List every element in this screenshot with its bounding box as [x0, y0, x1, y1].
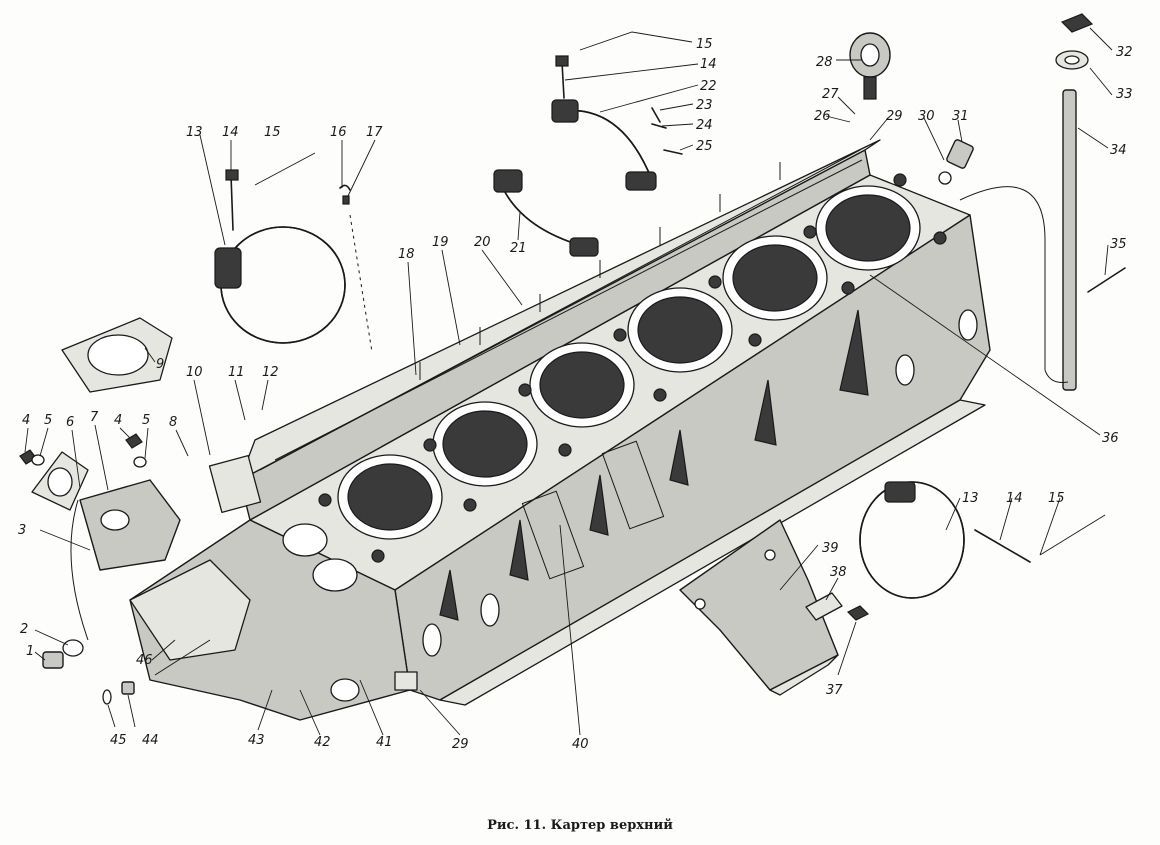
stud-35 [1087, 267, 1126, 293]
callout-31: 31 [952, 109, 969, 124]
bolt-23 [651, 107, 661, 123]
callout-18: 18 [398, 247, 415, 262]
callout-9: 9 [156, 357, 164, 372]
callout-4: 4 [22, 413, 30, 428]
callout-29b: 29 [452, 737, 469, 752]
pin-17 [342, 195, 350, 205]
callout-14b: 14 [700, 57, 717, 72]
callout-1: 1 [26, 644, 34, 659]
pin-16 [339, 184, 351, 191]
callout-28: 28 [816, 55, 833, 70]
cylinder-bores [318, 173, 947, 563]
callout-36: 36 [1102, 431, 1119, 446]
pin-25 [663, 149, 683, 155]
callout-39: 39 [822, 541, 839, 556]
plate-38 [805, 592, 843, 621]
callout-8: 8 [169, 415, 177, 430]
tie-rod-34 [1055, 13, 1094, 391]
bearing-cap-22 [551, 55, 657, 191]
callout-44: 44 [142, 733, 159, 748]
callout-29: 29 [886, 109, 903, 124]
callout-15b: 15 [696, 37, 713, 52]
callout-15c: 15 [1048, 491, 1065, 506]
gasket-6 [31, 451, 89, 511]
callout-42: 42 [314, 735, 331, 750]
clamp-band-13-top [214, 169, 346, 344]
callout-19: 19 [432, 235, 449, 250]
callout-11: 11 [228, 365, 245, 380]
callout-30: 30 [918, 109, 935, 124]
washer-2 [62, 639, 84, 657]
callout-23: 23 [696, 98, 713, 113]
figure-caption: Рис. 11. Картер верхний [487, 818, 673, 833]
callout-41: 41 [376, 735, 393, 750]
callout-17: 17 [366, 125, 383, 140]
callout-10: 10 [186, 365, 203, 380]
callout-26: 26 [814, 109, 831, 124]
clamp-band-13-bottom [859, 481, 1031, 599]
callout-5b: 5 [142, 413, 150, 428]
bearing-cap-21 [493, 169, 599, 257]
nut-4-right [125, 433, 143, 449]
callout-14: 14 [222, 125, 239, 140]
pin-44 [121, 681, 135, 695]
nut-37 [846, 605, 870, 621]
callout-46: 46 [136, 653, 153, 668]
callout-34: 34 [1110, 143, 1127, 158]
callout-15: 15 [264, 125, 281, 140]
callout-14c: 14 [1006, 491, 1023, 506]
callout-16: 16 [330, 125, 347, 140]
gasket-9 [61, 317, 173, 393]
callout-40: 40 [572, 737, 589, 752]
callout-5: 5 [44, 413, 52, 428]
washer-5-left [31, 454, 45, 466]
callout-13: 13 [186, 125, 203, 140]
callout-20: 20 [474, 235, 491, 250]
callout-25: 25 [696, 139, 713, 154]
support-bracket-39 [679, 519, 839, 696]
leader-lines [24, 27, 1113, 736]
callout-7: 7 [90, 410, 99, 425]
callout-24: 24 [696, 118, 713, 133]
callout-43: 43 [248, 733, 265, 748]
washer-5-right [133, 456, 147, 468]
callout-38: 38 [830, 565, 847, 580]
bolt-1 [42, 651, 64, 669]
callout-numbers: 1 2 3 4 4 5 5 6 7 8 9 10 11 12 13 13 14 … [18, 37, 1133, 752]
fitting-31 [938, 139, 974, 185]
callout-33: 33 [1116, 87, 1133, 102]
assembly-axis-lines [70, 186, 1069, 676]
callout-32: 32 [1116, 45, 1133, 60]
callout-12: 12 [262, 365, 279, 380]
callout-37: 37 [826, 683, 843, 698]
front-end-details [79, 454, 418, 702]
callout-13b: 13 [962, 491, 979, 506]
callout-45: 45 [110, 733, 127, 748]
callout-22: 22 [700, 79, 717, 94]
lifting-eye-28 [849, 32, 891, 100]
callout-35: 35 [1110, 237, 1127, 252]
callout-27: 27 [822, 87, 839, 102]
ring-45 [102, 689, 112, 705]
callout-21: 21 [510, 241, 527, 256]
callout-2: 2 [20, 622, 28, 637]
callout-6: 6 [66, 415, 74, 430]
pin-24 [651, 123, 667, 129]
callout-4b: 4 [114, 413, 122, 428]
callout-3: 3 [18, 523, 26, 538]
